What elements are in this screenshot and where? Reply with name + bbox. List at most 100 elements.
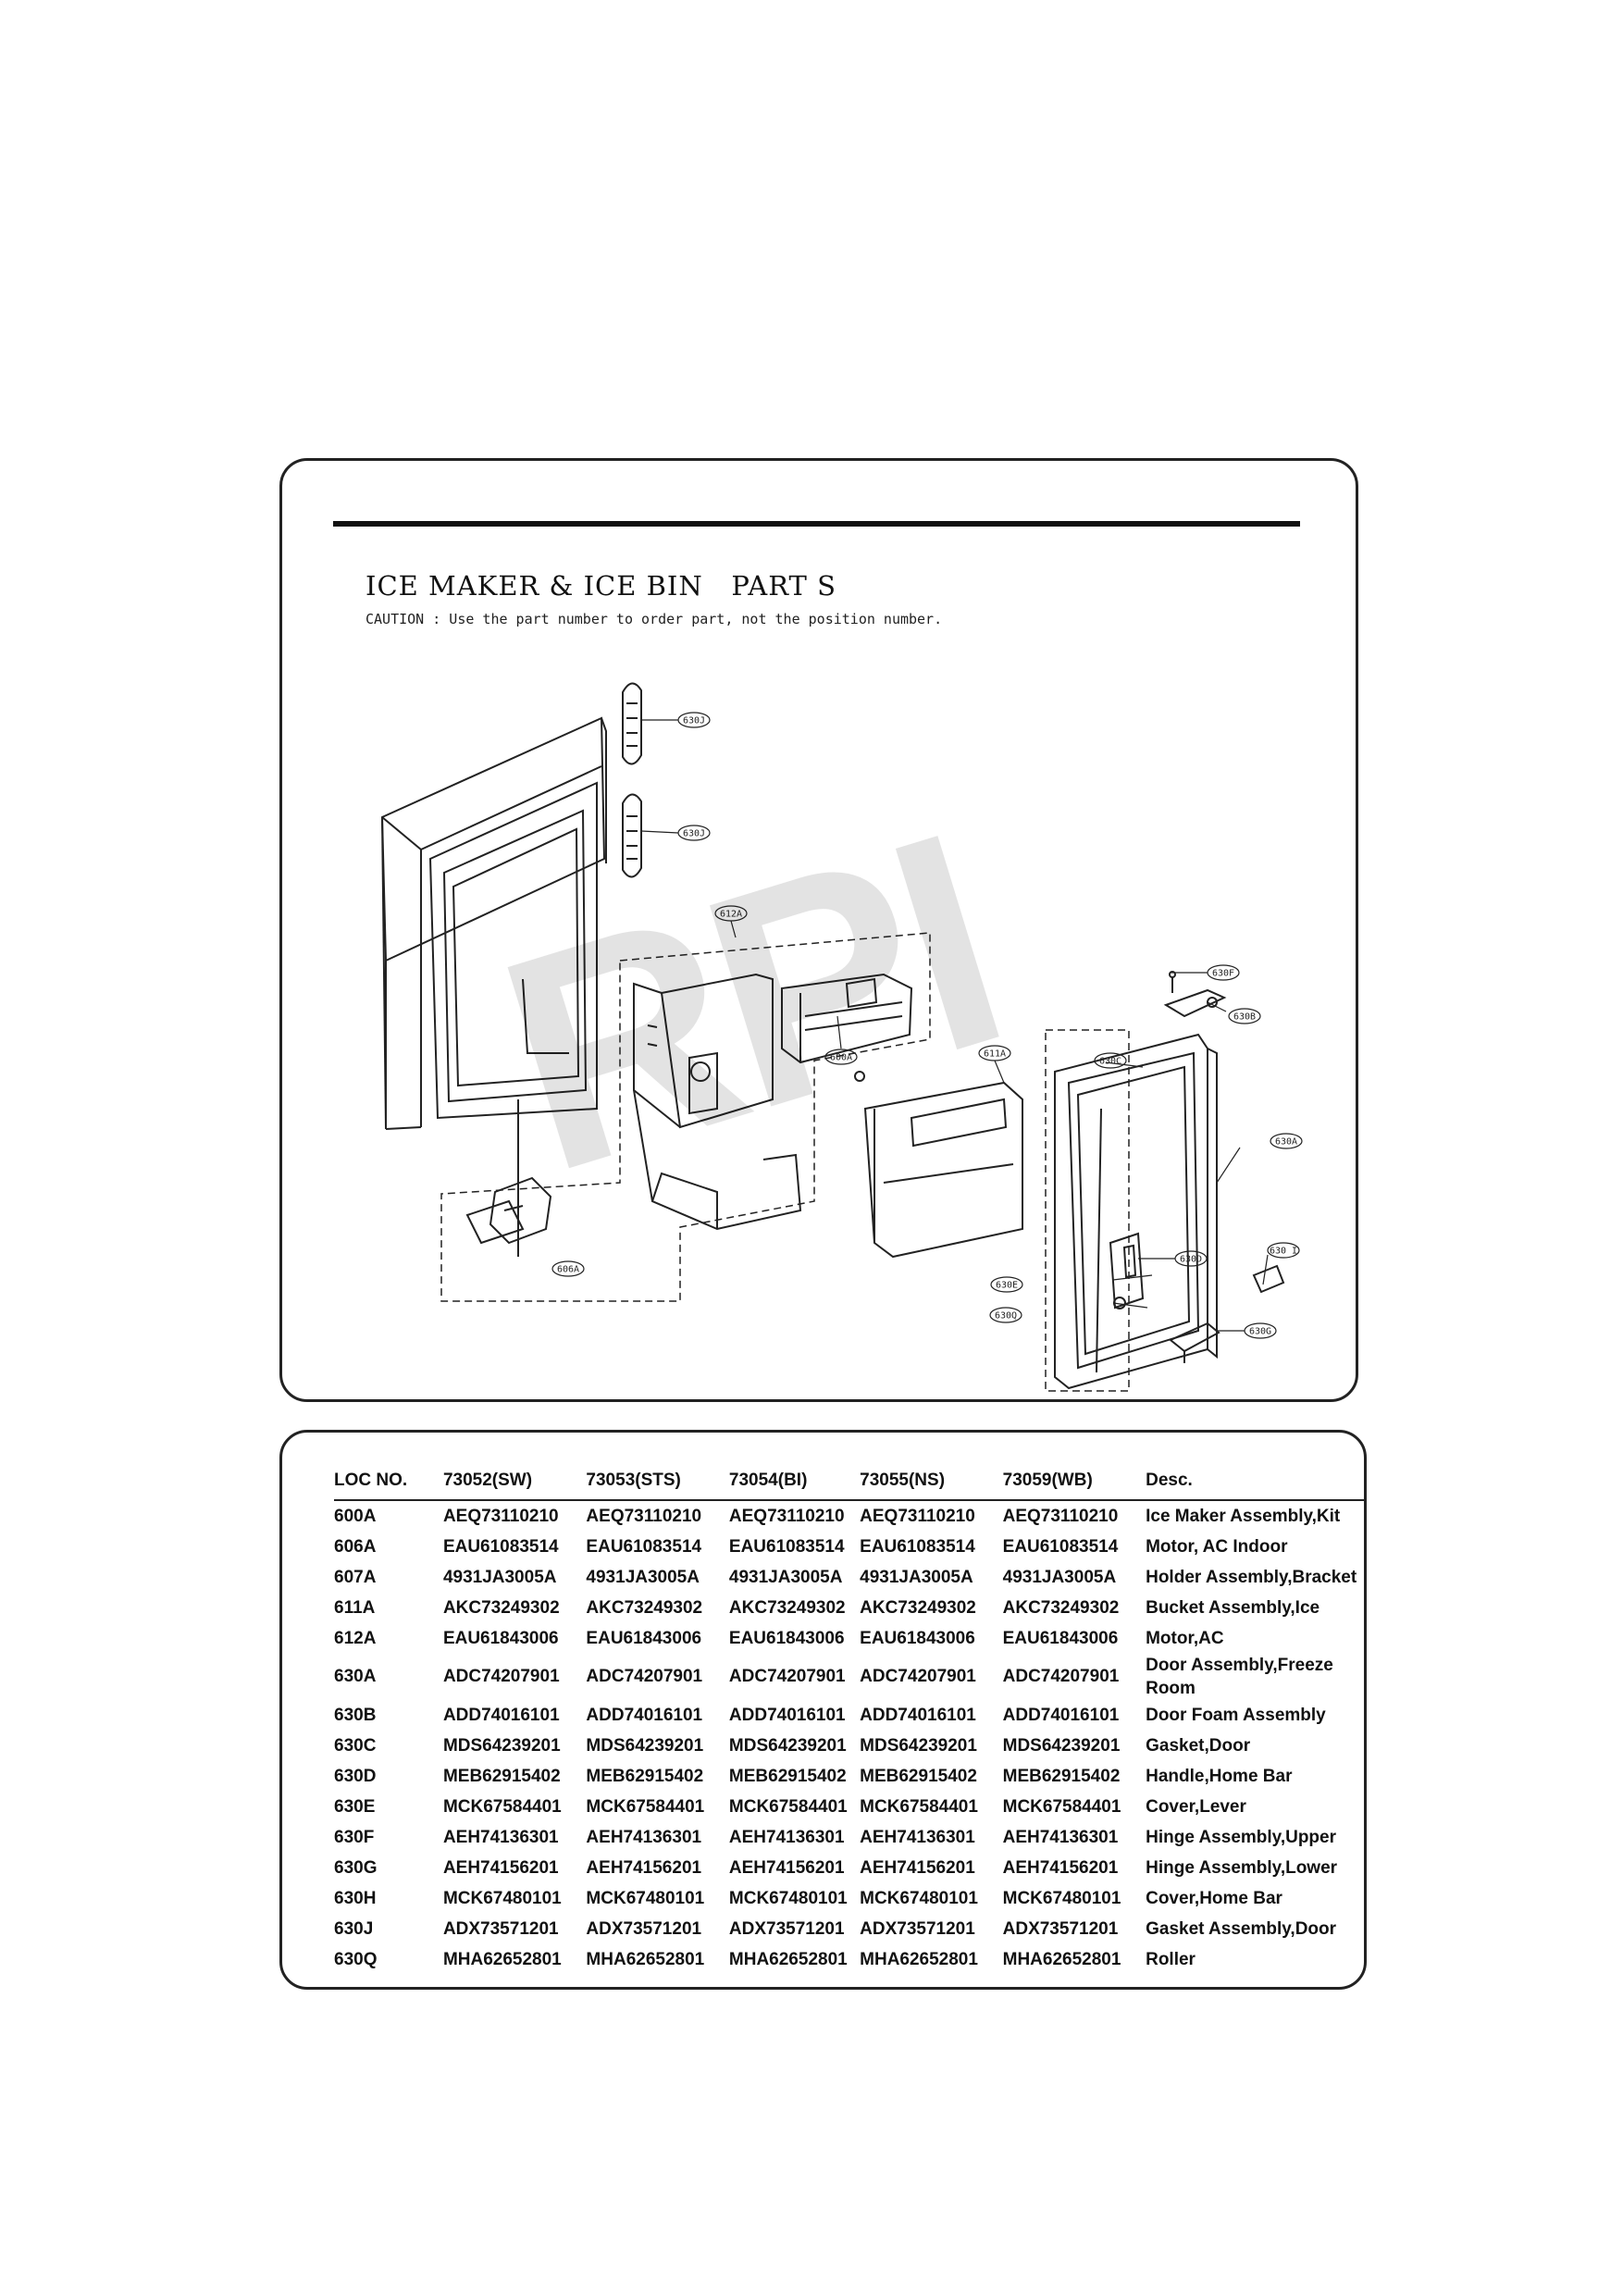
- callout-label: 630A: [1275, 1137, 1297, 1148]
- part-number-cell: MEB62915402: [442, 1766, 561, 1786]
- callout-label: 630E: [996, 1281, 1018, 1291]
- part-number-cell: MHA62652801: [586, 1949, 705, 1969]
- header-col-2: 73053(STS): [586, 1468, 729, 1501]
- part-number-cell: AEQ73110210: [586, 1506, 702, 1526]
- callout-label: 630F: [1212, 969, 1234, 979]
- desc-cell: Bucket Assembly,Ice: [1146, 1598, 1320, 1618]
- part-number-cell: EAU61843006: [586, 1628, 702, 1648]
- part-number-cell: ADX73571201: [442, 1918, 559, 1939]
- part-number-cell: MHA62652801: [1002, 1949, 1121, 1969]
- header-rule: [333, 521, 1300, 527]
- loc-cell: 630C: [334, 1735, 377, 1756]
- part-number-cell: 4931JA3005A: [1002, 1567, 1117, 1587]
- part-number-cell: AEH74136301: [728, 1827, 845, 1847]
- exploded-parts-diagram: 630J630J612A600A606A611A630C630F630B630A…: [380, 682, 1303, 1392]
- header-col-3: 73054(BI): [728, 1468, 861, 1501]
- part-number-cell: MCK67584401: [728, 1796, 848, 1817]
- loc-cell: 630J: [334, 1918, 374, 1939]
- callout-label: 630J: [683, 829, 705, 839]
- callout-label: 612A: [720, 910, 742, 920]
- loc-cell: 612A: [334, 1628, 377, 1648]
- part-number-cell: MEB62915402: [1002, 1766, 1121, 1786]
- holder-bracket-drawing: [633, 973, 802, 1231]
- part-number-cell: MHA62652801: [442, 1949, 562, 1969]
- callout-label: 630G: [1249, 1327, 1271, 1337]
- part-number-cell: AKC73249302: [586, 1597, 703, 1618]
- part-number-cell: EAU61083514: [586, 1536, 702, 1557]
- callout-label: 630B: [1233, 1012, 1256, 1023]
- page-title: ICE MAKER & ICE BIN PART S: [365, 570, 836, 602]
- part-number-cell: EAU61843006: [442, 1628, 559, 1648]
- loc-cell: 630A: [334, 1667, 377, 1686]
- callout-label: 600A: [830, 1053, 852, 1063]
- part-number-cell: MCK67584401: [586, 1796, 705, 1817]
- part-number-cell: MCK67584401: [1002, 1796, 1121, 1817]
- parts-table: LOC NO. 73052(SW) 73053(STS) 73054(BI) 7…: [334, 1468, 1364, 1975]
- part-number-cell: AEH74136301: [442, 1827, 559, 1847]
- callout-label: 630D: [1180, 1255, 1202, 1265]
- part-number-cell: MDS64239201: [728, 1735, 847, 1756]
- part-number-cell: MCK67480101: [442, 1888, 562, 1908]
- part-number-cell: AEH74156201: [860, 1857, 975, 1878]
- part-number-cell: AEQ73110210: [1002, 1506, 1119, 1526]
- part-number-cell: AEH74136301: [586, 1827, 702, 1847]
- part-number-cell: MCK67480101: [1002, 1888, 1121, 1908]
- part-number-cell: EAU61843006: [1002, 1628, 1119, 1648]
- desc-cell: Hinge Assembly,Upper: [1146, 1828, 1336, 1847]
- desc-cell: Roller: [1146, 1950, 1196, 1969]
- desc-cell: Hinge Assembly,Lower: [1146, 1858, 1338, 1878]
- part-number-cell: AEH74156201: [586, 1857, 702, 1878]
- part-number-cell: EAU61843006: [728, 1628, 845, 1648]
- part-number-cell: AEH74156201: [1002, 1857, 1119, 1878]
- desc-cell: Door Assembly,Freeze Room: [1146, 1656, 1333, 1698]
- part-number-cell: MDS64239201: [586, 1735, 704, 1756]
- part-number-cell: 4931JA3005A: [442, 1567, 557, 1587]
- home-bar-handle-drawing: [1109, 1232, 1145, 1309]
- part-number-cell: MDS64239201: [442, 1735, 561, 1756]
- assembly-outline-630a: [1045, 1029, 1130, 1392]
- loc-cell: 630E: [334, 1796, 376, 1817]
- part-number-cell: AEH74136301: [860, 1827, 975, 1847]
- ice-maker-drawing: [781, 973, 913, 1082]
- part-number-cell: MHA62652801: [728, 1949, 848, 1969]
- loc-cell: 630F: [334, 1827, 375, 1847]
- callout-leaders: [640, 719, 1269, 1332]
- loc-cell: 611A: [334, 1597, 376, 1618]
- part-number-cell: AEQ73110210: [728, 1506, 845, 1526]
- part-number-cell: ADC74207901: [586, 1667, 703, 1686]
- header-col-5: 73059(WB): [1002, 1468, 1146, 1501]
- part-number-cell: AKC73249302: [728, 1597, 846, 1618]
- desc-cell: Holder Assembly,Bracket: [1146, 1568, 1357, 1587]
- callout-label: 630Q: [995, 1311, 1017, 1322]
- desc-cell: Door Foam Assembly: [1146, 1706, 1326, 1725]
- desc-cell: Motor, AC Indoor: [1146, 1537, 1288, 1557]
- part-number-cell: ADD74016101: [1002, 1705, 1120, 1725]
- part-number-cell: EAU61083514: [728, 1536, 845, 1557]
- loc-cell: 630D: [334, 1766, 377, 1786]
- desc-cell: Cover,Lever: [1146, 1797, 1246, 1817]
- part-number-cell: EAU61083514: [860, 1536, 975, 1557]
- loc-cell: 630Q: [334, 1949, 378, 1969]
- part-number-cell: ADX73571201: [728, 1918, 845, 1939]
- header-desc: Desc.: [1146, 1468, 1364, 1501]
- callout-label: 630 I: [1270, 1247, 1297, 1257]
- part-number-cell: AKC73249302: [1002, 1597, 1120, 1618]
- desc-cell: Gasket,Door: [1146, 1736, 1251, 1756]
- part-number-cell: MCK67480101: [728, 1888, 848, 1908]
- desc-cell: Cover,Home Bar: [1146, 1889, 1282, 1908]
- part-number-cell: ADD74016101: [860, 1705, 976, 1725]
- freezer-door-drawing: [1054, 1033, 1218, 1390]
- loc-cell: 630G: [334, 1857, 378, 1878]
- loc-cell: 630B: [334, 1705, 377, 1725]
- loc-cell: 607A: [334, 1567, 377, 1587]
- part-number-cell: ADC74207901: [1002, 1667, 1120, 1686]
- desc-cell: Handle,Home Bar: [1146, 1767, 1293, 1786]
- part-number-cell: AEQ73110210: [860, 1506, 975, 1526]
